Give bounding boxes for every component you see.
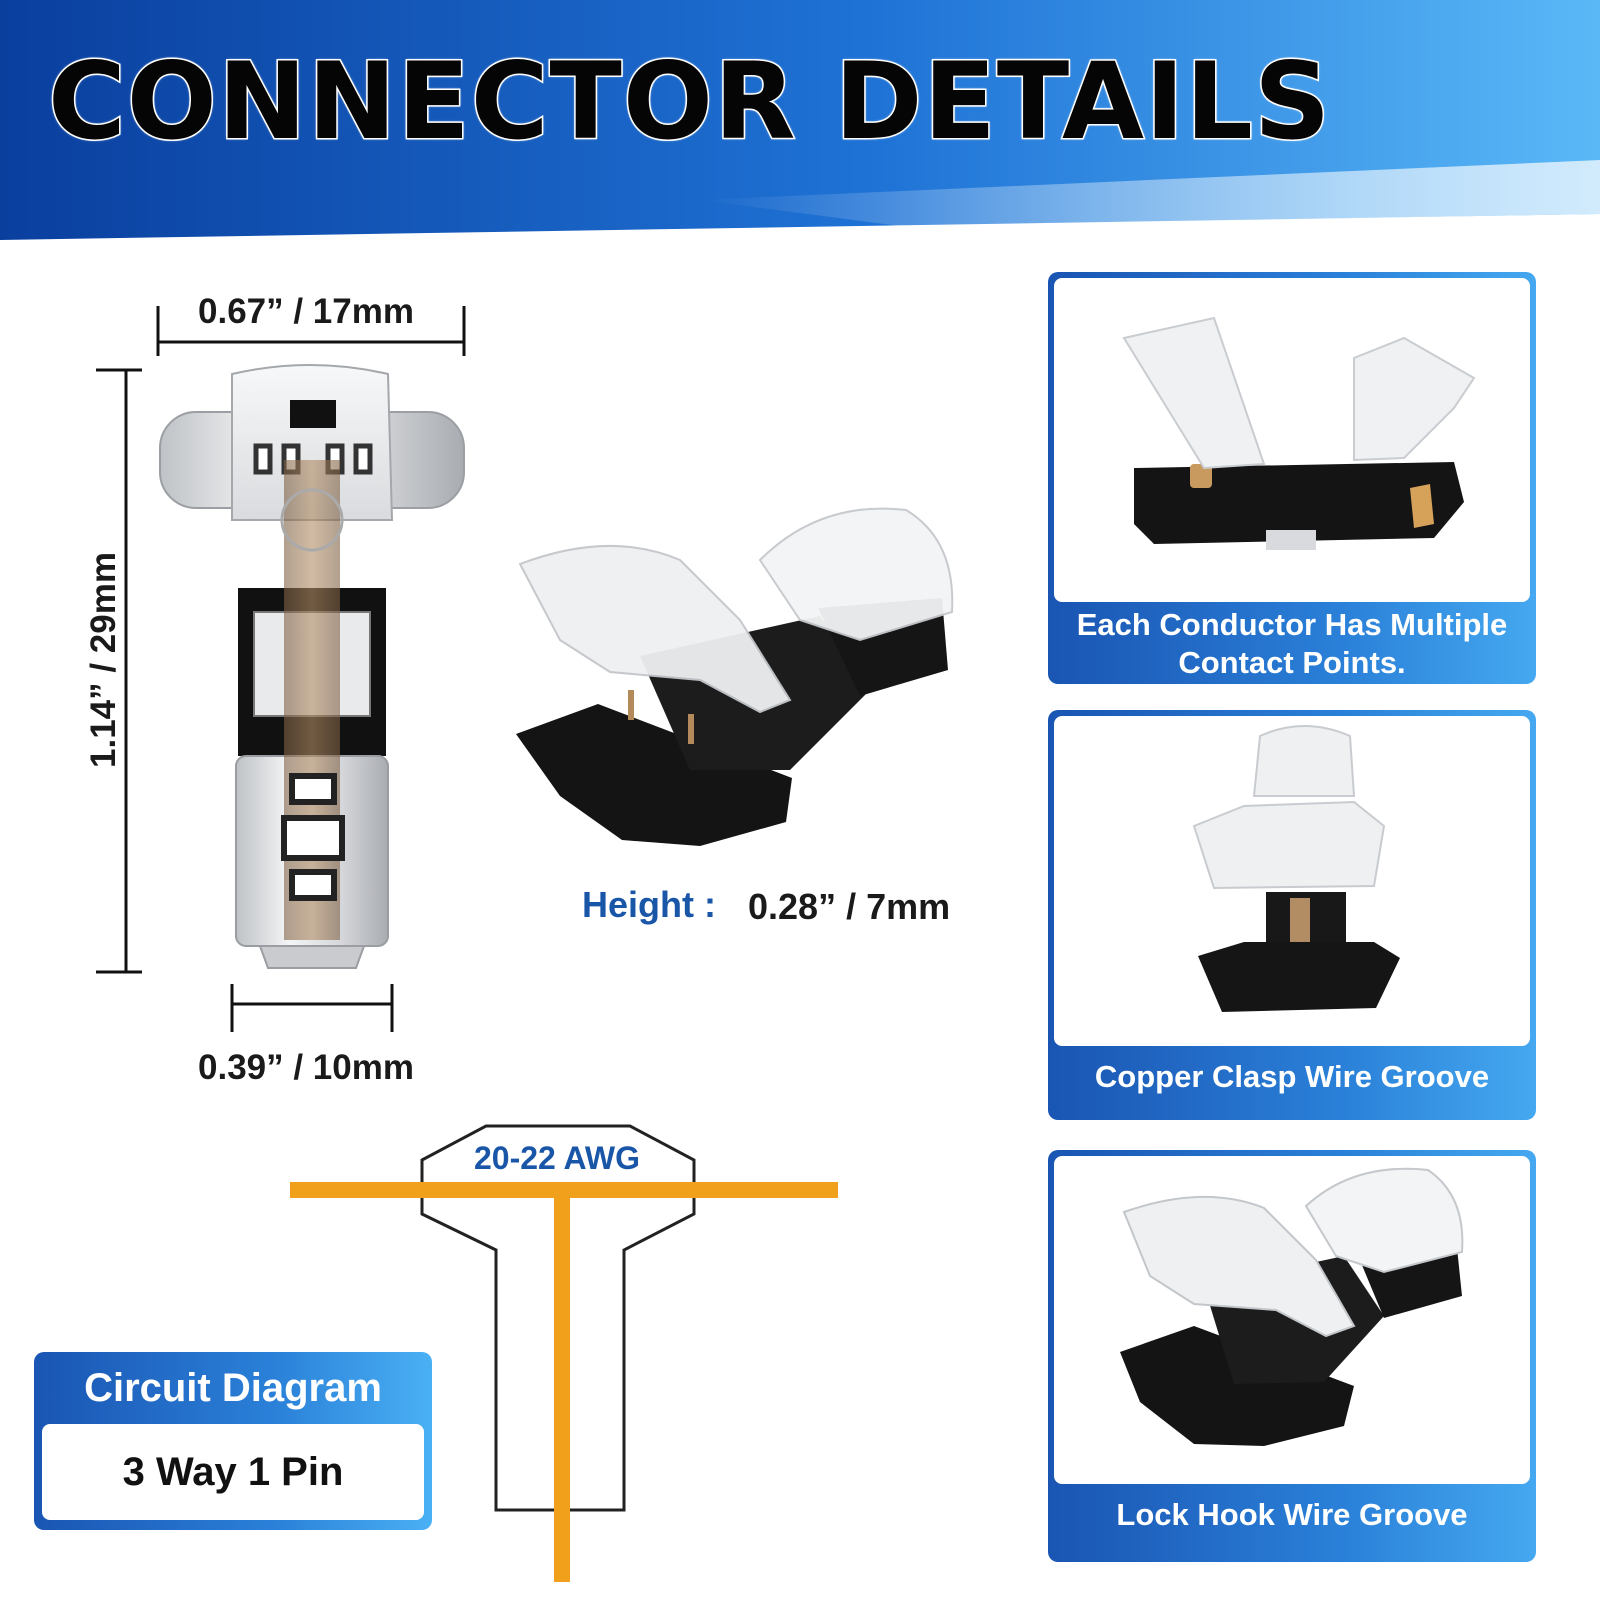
feature-caption-2: Copper Clasp Wire Groove [1094, 1059, 1490, 1094]
feature-photo-lock-hook [1054, 1156, 1530, 1484]
t-connector-outline [420, 1124, 696, 1512]
lock-hook-image [1120, 1167, 1464, 1446]
copper-clasp-image [1192, 725, 1400, 1012]
feature-caption-3: Lock Hook Wire Groove [1116, 1497, 1468, 1532]
circuit-config-panel: 3 Way 1 Pin [42, 1424, 424, 1520]
circuit-config-label: 3 Way 1 Pin [122, 1449, 344, 1494]
circuit-diagram-title: Circuit Diagram [84, 1366, 382, 1410]
contact-points-image [1122, 316, 1476, 550]
top-width-dimension-line [156, 306, 466, 356]
connector-top-view [159, 364, 465, 969]
feature-card-lock-hook: Lock Hook Wire Groove [1048, 1150, 1536, 1562]
feature-card-copper-clasp: Copper Clasp Wire Groove [1048, 710, 1536, 1120]
connector-side-view [516, 507, 954, 846]
circuit-diagram-box: Circuit Diagram 3 Way 1 Pin [34, 1352, 432, 1530]
height-key-label: Height : [582, 884, 716, 925]
feature-photo-contact-points [1054, 278, 1530, 602]
bottom-width-label: 0.39” / 10mm [198, 1048, 414, 1087]
wire-gauge-label: 20-22 AWG [474, 1140, 640, 1176]
height-value-label: 0.28” / 7mm [748, 886, 951, 927]
feature-photo-copper-clasp [1054, 716, 1530, 1046]
length-dimension-line [96, 368, 142, 974]
bottom-width-dimension-line [230, 984, 394, 1032]
length-label: 1.14” / 29mm [84, 552, 123, 768]
feature-caption-1-line-2: Contact Points. [1178, 645, 1406, 680]
top-width-label: 0.67” / 17mm [198, 292, 414, 331]
feature-card-contact-points: Each Conductor Has Multiple Contact Poin… [1048, 272, 1536, 684]
page-title: CONNECTOR DETAILS [46, 39, 1332, 165]
feature-caption-1-line-1: Each Conductor Has Multiple [1076, 607, 1508, 642]
header-banner [0, 0, 1600, 240]
